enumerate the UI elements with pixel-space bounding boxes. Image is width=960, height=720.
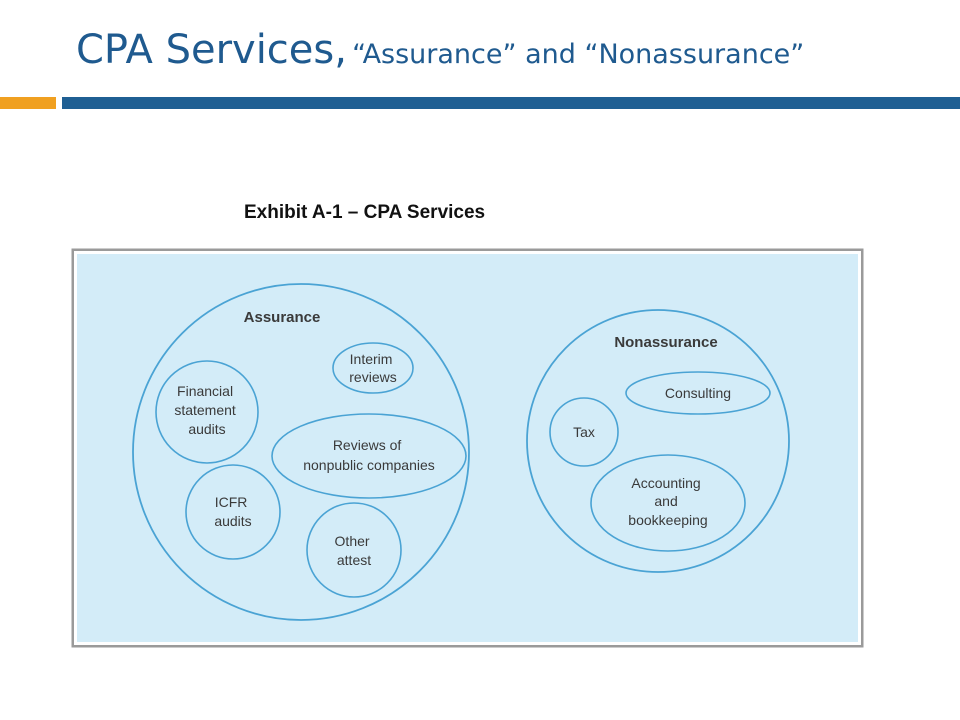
- financial-statement-audits-line-2: statement: [174, 402, 236, 418]
- accent-bar-orange: [0, 97, 56, 109]
- icfr-audits-line-2: audits: [214, 513, 251, 529]
- interim-reviews-circle: [332, 342, 414, 394]
- icfr-audits-label: ICFR audits: [214, 494, 251, 529]
- slide-title-sub: “Assurance” and “Nonassurance”: [352, 39, 805, 70]
- financial-statement-audits-line-1: Financial: [177, 383, 233, 399]
- accounting-bookkeeping-label: Accounting and bookkeeping: [628, 475, 707, 528]
- financial-statement-audits-line-3: audits: [188, 421, 225, 437]
- exhibit-diagram: Assurance Financial statement audits Int…: [71, 248, 864, 648]
- accounting-bookkeeping-line-2: and: [654, 493, 677, 509]
- slide-title-main: CPA Services,: [76, 27, 347, 73]
- interim-reviews-label: Interim reviews: [349, 351, 396, 385]
- tax-line-1: Tax: [573, 424, 595, 440]
- consulting-line-1: Consulting: [665, 385, 731, 401]
- interim-reviews-line-2: reviews: [349, 369, 396, 385]
- accounting-bookkeeping-circle: [590, 454, 746, 552]
- tax-circle: [549, 397, 619, 467]
- tax-label: Tax: [573, 424, 595, 440]
- accent-bar-blue: [62, 97, 960, 109]
- reviews-nonpublic-line-2: nonpublic companies: [303, 457, 435, 473]
- other-attest-label: Other attest: [335, 533, 374, 568]
- assurance-label: Assurance: [244, 309, 321, 326]
- financial-statement-audits-label: Financial statement audits: [174, 383, 239, 437]
- nonassurance-label: Nonassurance: [614, 334, 717, 351]
- slide-title: CPA Services, “Assurance” and “Nonassura…: [76, 30, 804, 70]
- icfr-audits-line-1: ICFR: [215, 494, 248, 510]
- reviews-nonpublic-companies-circle: [271, 413, 467, 499]
- reviews-nonpublic-companies-label: Reviews of nonpublic companies: [303, 437, 435, 473]
- consulting-circle: [625, 371, 771, 415]
- other-attest-line-2: attest: [337, 552, 371, 568]
- interim-reviews-line-1: Interim: [350, 351, 393, 367]
- financial-statement-audits-circle: [155, 360, 259, 464]
- exhibit-title: Exhibit A-1 – CPA Services: [244, 202, 486, 223]
- accounting-bookkeeping-line-1: Accounting: [631, 475, 700, 491]
- accounting-bookkeeping-line-3: bookkeeping: [628, 512, 707, 528]
- icfr-audits-circle: [185, 464, 281, 560]
- consulting-label: Consulting: [665, 385, 731, 401]
- other-attest-circle: [306, 502, 402, 598]
- reviews-nonpublic-line-1: Reviews of: [333, 437, 402, 453]
- other-attest-line-1: Other: [335, 533, 370, 549]
- diagram-svg: Assurance Financial statement audits Int…: [71, 248, 864, 648]
